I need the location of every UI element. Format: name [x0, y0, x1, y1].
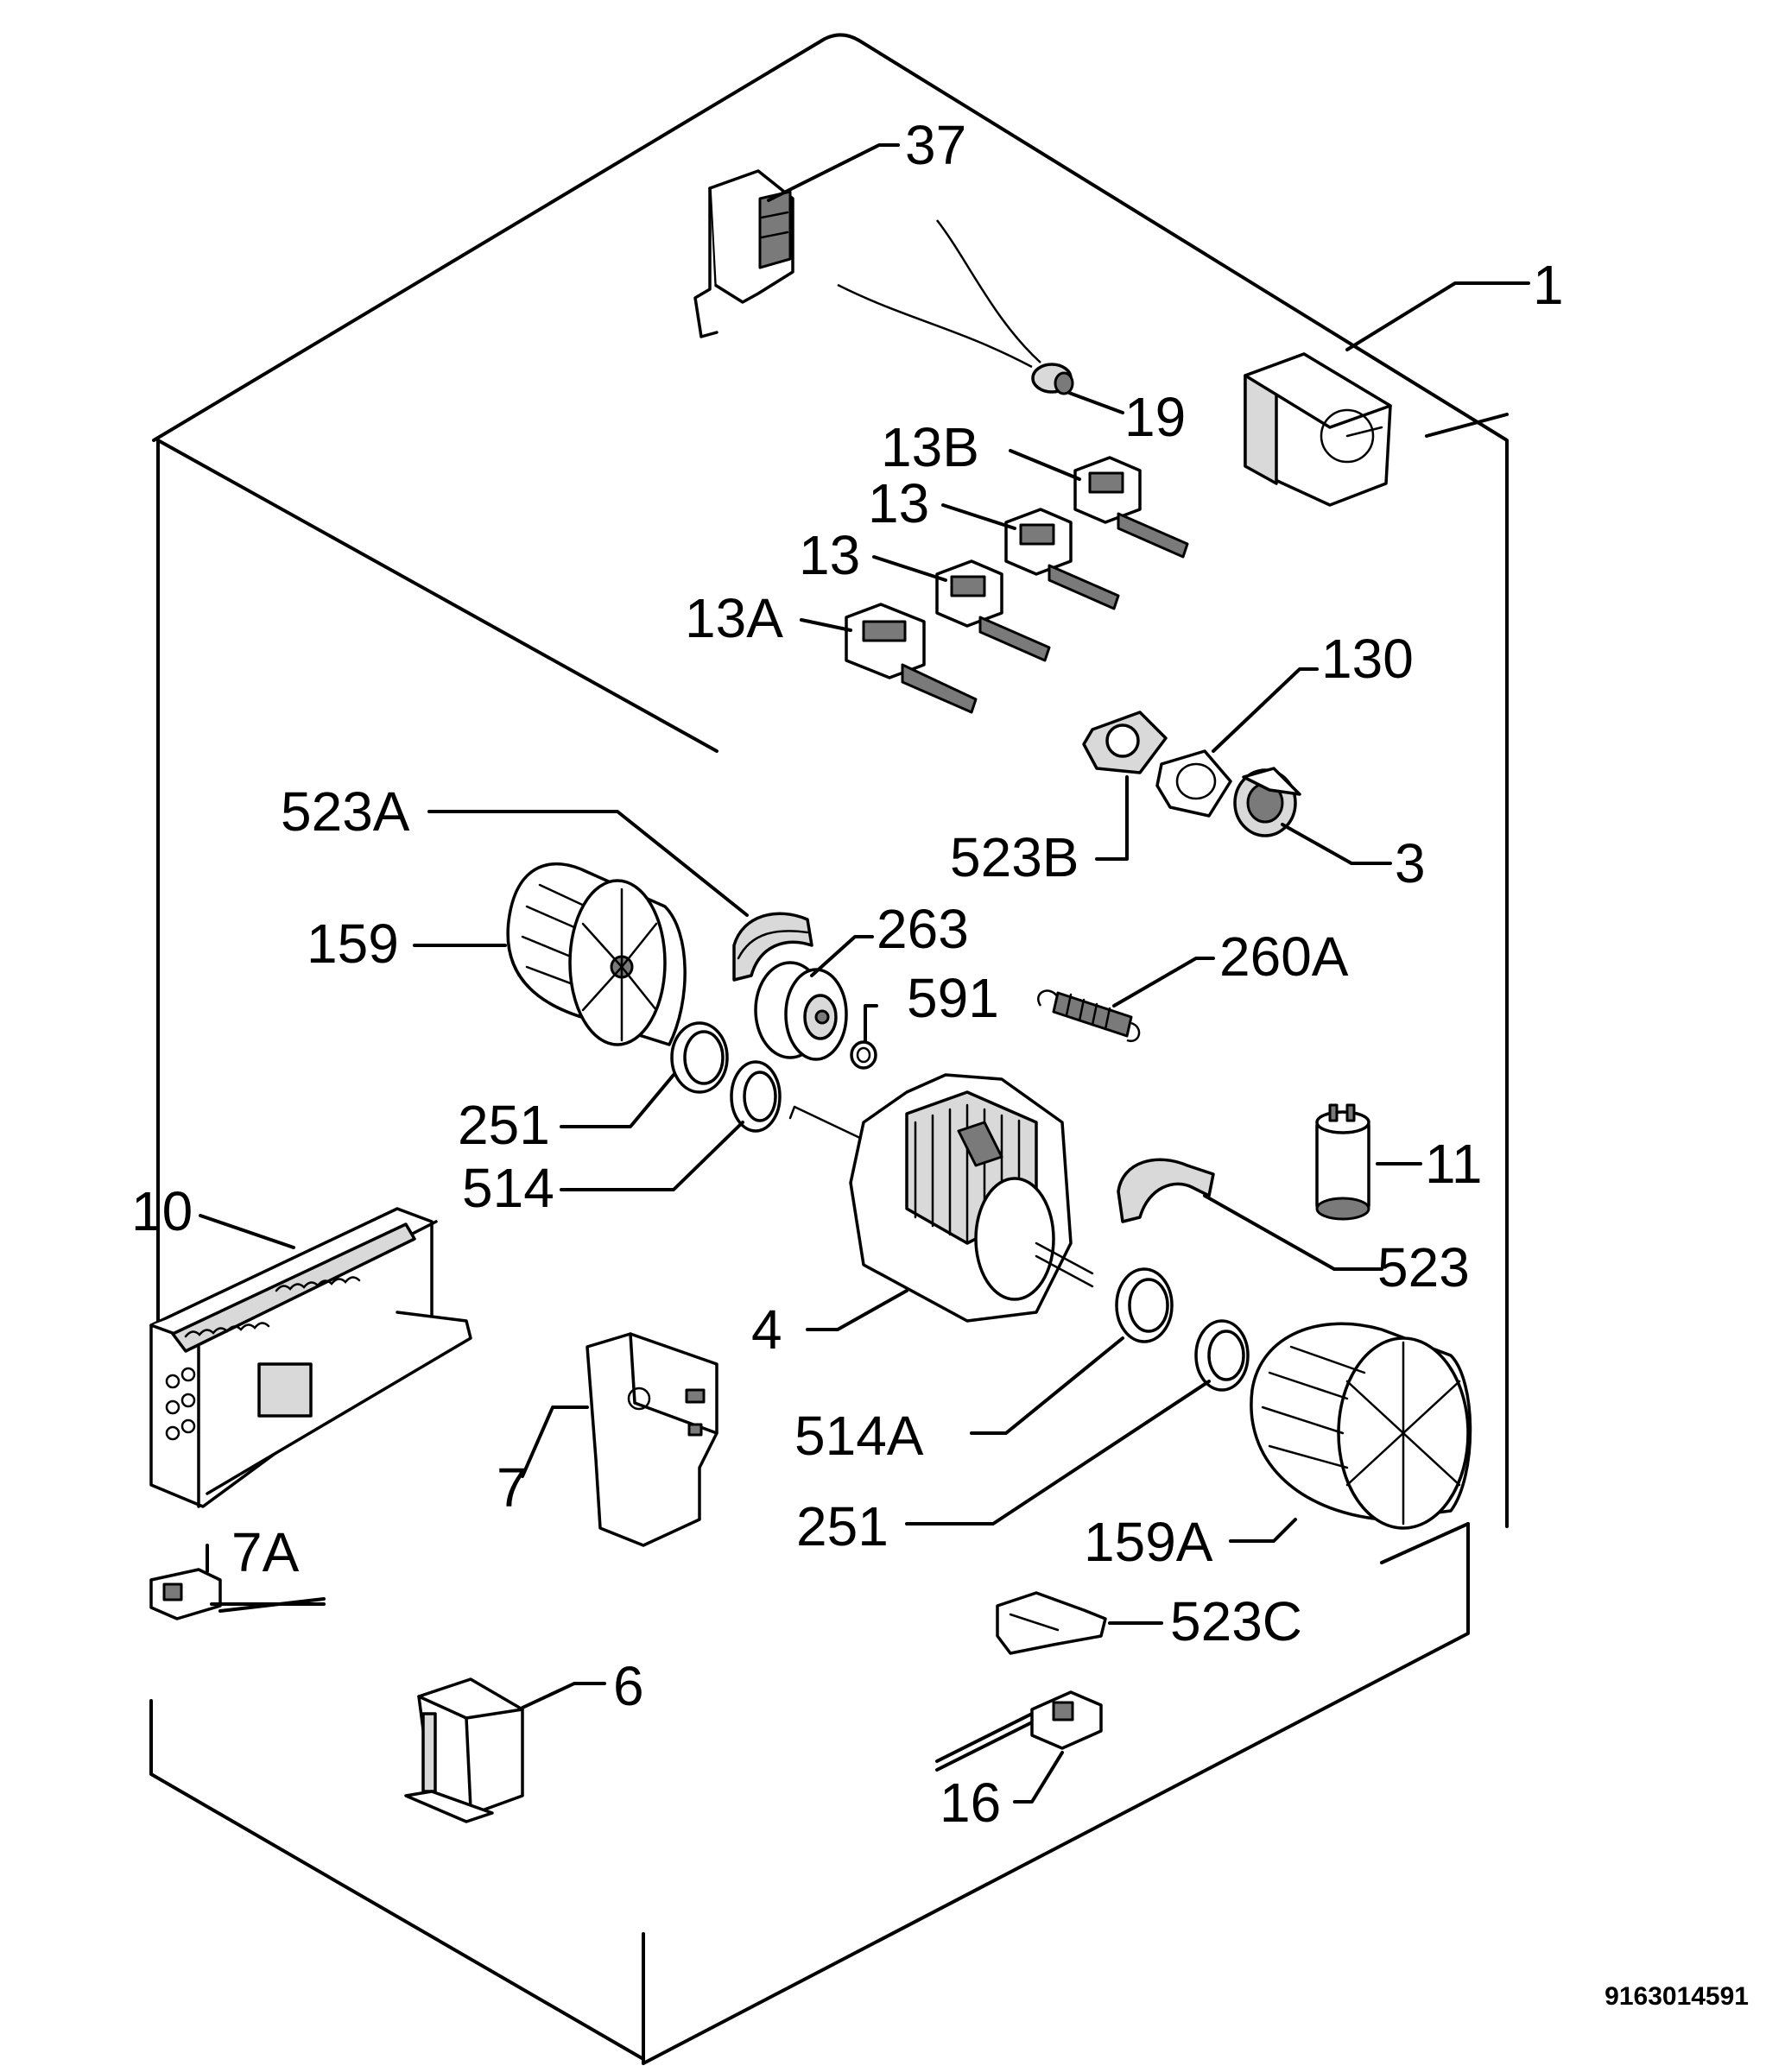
part-514A-bearing-ring[interactable]	[1115, 1267, 1174, 1343]
leader-lines	[199, 143, 1530, 1804]
part-260A-spring[interactable]	[1037, 989, 1141, 1043]
part-263-pulley[interactable]	[754, 961, 848, 1061]
part-19-sensor[interactable]	[837, 219, 1074, 395]
part-4-motor[interactable]	[788, 1073, 1094, 1323]
part-7A-microswitch[interactable]	[149, 1568, 326, 1620]
part-251-bearing-ring-right[interactable]	[1194, 1319, 1250, 1392]
label-7A: 7A	[231, 1521, 300, 1583]
label-523: 523	[1377, 1236, 1470, 1298]
label-159: 159	[307, 913, 399, 975]
part-37-wiring-block[interactable]	[693, 169, 794, 338]
part-159A-blower-wheel[interactable]	[1250, 1322, 1472, 1530]
part-1-timer[interactable]	[1244, 352, 1392, 507]
label-37: 37	[905, 114, 966, 176]
label-130: 130	[1321, 628, 1414, 690]
document-number: 9163014591	[1605, 1982, 1749, 2011]
part-6-pump[interactable]	[404, 1677, 524, 1823]
label-7: 7	[497, 1456, 528, 1519]
label-263: 263	[877, 898, 969, 960]
part-523A-clamp[interactable]	[732, 912, 813, 982]
part-16-switch[interactable]	[935, 1690, 1103, 1772]
label-11: 11	[1425, 1133, 1482, 1195]
label-591: 591	[907, 967, 999, 1029]
part-13-terminal-block-upper[interactable]	[1004, 508, 1120, 610]
part-13B-terminal-block[interactable]	[1073, 456, 1189, 559]
part-10-heater-unit[interactable]	[149, 1207, 472, 1508]
part-11-capacitor[interactable]	[1315, 1103, 1370, 1221]
part-514-bearing-ring-left[interactable]	[730, 1060, 782, 1133]
part-251-bearing-ring-left[interactable]	[670, 1021, 729, 1094]
part-523-clamp[interactable]	[1117, 1158, 1215, 1223]
label-514: 514	[462, 1157, 554, 1219]
label-19: 19	[1124, 386, 1186, 448]
label-16: 16	[940, 1772, 1001, 1834]
label-10: 10	[131, 1180, 193, 1242]
label-13A: 13A	[685, 587, 783, 649]
label-251-lower: 251	[796, 1495, 889, 1557]
part-13A-terminal-block[interactable]	[845, 603, 978, 714]
label-523A: 523A	[281, 780, 410, 843]
part-591-washer[interactable]	[850, 1040, 877, 1070]
part-3-motor-bearing-cap[interactable]	[1233, 767, 1301, 837]
label-159A: 159A	[1084, 1511, 1213, 1573]
label-523C: 523C	[1170, 1590, 1302, 1652]
label-251-upper: 251	[458, 1094, 550, 1156]
label-514A: 514A	[794, 1405, 924, 1467]
label-3: 3	[1395, 832, 1426, 894]
label-6: 6	[613, 1655, 644, 1717]
label-13-lower: 13	[799, 524, 860, 586]
part-labels: 37 1 19 13B 13 13 13A 130 523A 523B 3 15…	[131, 114, 1564, 1834]
label-260A: 260A	[1219, 925, 1349, 988]
part-13-terminal-block-lower[interactable]	[935, 559, 1051, 662]
part-159-impeller[interactable]	[506, 862, 687, 1046]
label-523B: 523B	[950, 826, 1079, 888]
label-4: 4	[751, 1298, 782, 1361]
label-13B: 13B	[881, 416, 979, 478]
part-523C-bracket[interactable]	[996, 1591, 1107, 1655]
cabinet-outline	[149, 33, 1509, 2065]
part-130-gasket[interactable]	[1155, 749, 1232, 818]
part-7-door-lock[interactable]	[586, 1332, 718, 1547]
label-13-upper: 13	[868, 472, 929, 534]
part-523B-clamp-ring[interactable]	[1082, 711, 1168, 774]
label-1: 1	[1533, 254, 1564, 316]
